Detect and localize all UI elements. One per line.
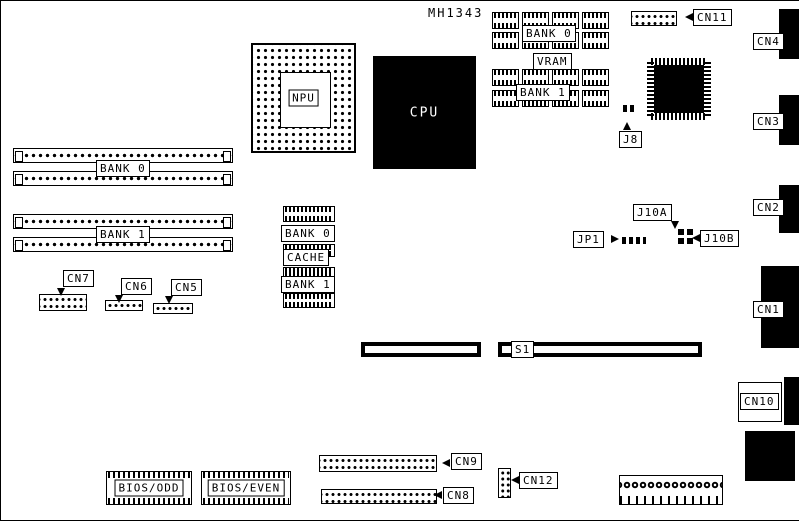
cn5-header [153, 303, 193, 314]
arrow-down-icon [115, 295, 123, 303]
terminal-block [619, 475, 723, 505]
simm-socket [13, 171, 233, 186]
cache-bank0-label: BANK 0 [281, 225, 335, 242]
cn3-port [779, 95, 799, 145]
bios-even-label: BIOS/EVEN [207, 479, 285, 497]
vram-chip [492, 69, 519, 86]
cn7-header [39, 294, 87, 311]
qfp-pins-right [704, 62, 711, 116]
vram-chip [582, 12, 609, 29]
jp1-callout: JP1 [573, 231, 604, 248]
cn1-label: CN1 [753, 301, 784, 318]
s1-label: S1 [511, 341, 535, 358]
arrow-left-icon [442, 459, 450, 467]
simm-socket [13, 237, 233, 252]
vram-chip [492, 90, 519, 107]
cn6-header [105, 300, 143, 311]
diagram-title: MH1343 [428, 6, 484, 20]
cn5-callout: CN5 [171, 279, 202, 296]
cache-chip [283, 206, 335, 222]
cn11-callout: CN11 [693, 9, 732, 26]
arrow-down-icon [671, 221, 679, 229]
arrow-left-icon [511, 476, 519, 484]
vram-chip [582, 32, 609, 49]
cn9-callout: CN9 [451, 453, 482, 470]
arrow-down-icon [165, 296, 173, 304]
rear-port [745, 431, 795, 481]
qfp-pins-left [647, 62, 654, 116]
simm-bank0-label: BANK 0 [96, 160, 150, 177]
j10a-callout: J10A [633, 204, 672, 221]
vram-chip [492, 32, 519, 49]
arrow-down-icon [57, 288, 65, 296]
cn8-callout: CN8 [443, 487, 474, 504]
cn11-header [631, 11, 677, 26]
arrow-up-icon [623, 122, 631, 130]
cn6-callout: CN6 [121, 278, 152, 295]
j8-callout: J8 [619, 131, 643, 148]
cache-label: CACHE [283, 249, 330, 266]
vram-label: VRAM [533, 53, 572, 70]
expansion-slot [361, 342, 481, 357]
cn4-port [779, 9, 799, 59]
cn3-label: CN3 [753, 113, 784, 130]
simm-socket [13, 148, 233, 163]
cn8-header [321, 489, 437, 504]
arrow-left-icon [434, 491, 442, 499]
rear-edge-connector [784, 377, 799, 425]
cn2-label: CN2 [753, 199, 784, 216]
bios-odd-label: BIOS/ODD [114, 479, 184, 497]
cn9-header [319, 455, 437, 472]
simm-bank1-label: BANK 1 [96, 226, 150, 243]
vram-chip [492, 12, 519, 29]
vram-bank0-label: BANK 0 [522, 25, 576, 42]
cache-bank1-label: BANK 1 [281, 276, 335, 293]
cpu-chip: CPU [373, 56, 476, 169]
vram-chip [582, 90, 609, 107]
cn12-callout: CN12 [519, 472, 558, 489]
jp1-header [622, 237, 646, 244]
cn12-header [498, 468, 511, 498]
arrow-right-icon [611, 235, 619, 243]
qfp-chip [647, 58, 711, 120]
cn10-label: CN10 [740, 393, 779, 410]
npu-label: NPU [288, 89, 319, 107]
cn4-label: CN4 [753, 33, 784, 50]
arrow-left-icon [692, 234, 700, 242]
vram-bank1-label: BANK 1 [516, 84, 570, 101]
j10-jumper [678, 229, 684, 235]
j8-header [623, 105, 634, 112]
arrow-left-icon [685, 13, 693, 21]
cn2-port [779, 185, 799, 233]
npu-chip: NPU [251, 43, 356, 153]
qfp-pins-top [651, 58, 707, 65]
j10b-callout: J10B [700, 230, 739, 247]
cn7-callout: CN7 [63, 270, 94, 287]
bios-odd-chip: BIOS/ODD [106, 471, 192, 505]
cache-chip [283, 293, 335, 308]
cpu-label: CPU [409, 105, 440, 120]
qfp-pins-bottom [651, 113, 707, 120]
expansion-slot [498, 342, 702, 357]
vram-chip [582, 69, 609, 86]
bios-even-chip: BIOS/EVEN [201, 471, 291, 505]
qfp-chip-body [654, 65, 704, 113]
